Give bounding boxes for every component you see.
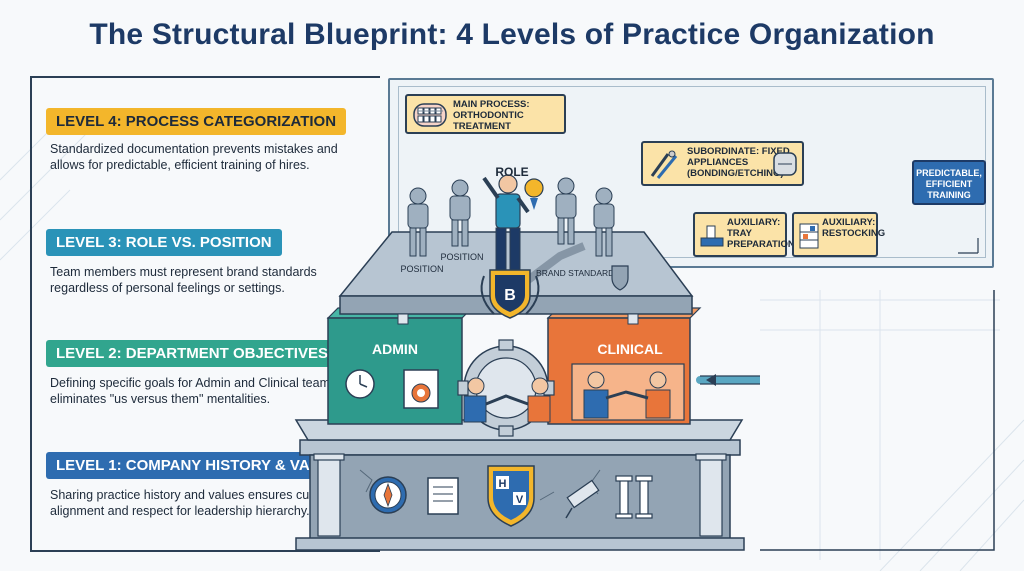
level-1-label: LEVEL 1: COMPANY HISTORY & VALUES (46, 452, 360, 479)
auxiliary-restocking-text: AUXILIARY: RESTOCKING (822, 217, 886, 239)
level-4-label: LEVEL 4: PROCESS CATEGORIZATION (46, 108, 347, 135)
brand-badge-letter: B (504, 287, 516, 304)
levels-panel (30, 76, 380, 552)
clinical-label: CLINICAL (597, 341, 663, 357)
target-icon (403, 369, 439, 409)
level-1-description: Sharing practice history and values ensu… (50, 488, 337, 518)
main-process-text: MAIN PROCESS: ORTHODONTIC TREATMENT (453, 99, 530, 132)
values-h-letter: H (499, 478, 507, 490)
level-3-description: Team members must represent brand standa… (50, 265, 317, 295)
brand-badge-icon: B (480, 269, 540, 319)
auxiliary-restocking-tag: AUXILIARY: RESTOCKING (792, 212, 885, 257)
values-v-letter: V (516, 494, 524, 506)
clock-icon (345, 369, 375, 399)
dental-tool-icon (650, 150, 678, 179)
brand-standards-label: BRAND STANDARDS (536, 268, 620, 278)
admin-label: ADMIN (372, 341, 418, 357)
level-4-description: Standardized documentation prevents mist… (50, 142, 338, 172)
page-title: The Structural Blueprint: 4 Levels of Pr… (89, 18, 935, 51)
structure-illustration: H V ADMIN (294, 165, 760, 551)
handshake-icon (463, 377, 551, 423)
auxiliary-tray-text: AUXILIARY: TRAY PREPARATION (727, 217, 795, 250)
position-figures (407, 177, 615, 257)
pillar-icon (615, 475, 653, 519)
position-label-center: POSITION (440, 252, 483, 262)
connector-pipe (696, 376, 760, 384)
level-3-label: LEVEL 3: ROLE VS. POSITION (46, 229, 282, 256)
main-process-tag: MAIN PROCESS: ORTHODONTIC TREATMENT (405, 94, 566, 134)
position-label-left: POSITION (400, 264, 443, 274)
shelf-icon (799, 223, 819, 249)
compass-icon (369, 476, 407, 514)
level-2-label: LEVEL 2: DEPARTMENT OBJECTIVES (46, 340, 338, 367)
handshake-scene-icon (571, 363, 685, 421)
foundation-level-1: H V (295, 439, 745, 551)
role-label: ROLE (495, 165, 528, 179)
appliance-icon (773, 152, 797, 176)
process-connectors (958, 238, 979, 254)
subordinate-text: SUBORDINATE: FIXED APPLIANCES (BONDING/E… (687, 146, 790, 179)
auxiliary-tray-tag: AUXILIARY: TRAY PREPARATION (693, 212, 795, 257)
tray-icon (700, 225, 724, 247)
subordinate-tag: SUBORDINATE: FIXED APPLIANCES (BONDING/E… (641, 141, 804, 186)
role-figure (482, 174, 530, 273)
small-shield-icon (611, 265, 629, 291)
departments-level-2: ADMIN CLINICAL (294, 307, 744, 441)
scroll-icon (427, 477, 459, 515)
diploma-icon (565, 479, 600, 519)
values-shield-icon: H V (487, 465, 535, 527)
outcome-badge: PREDICTABLE, EFFICIENT TRAINING (912, 160, 986, 205)
medal-icon (524, 178, 544, 210)
level-2-description: Defining specific goals for Admin and Cl… (50, 376, 337, 406)
braces-icon (413, 103, 447, 127)
